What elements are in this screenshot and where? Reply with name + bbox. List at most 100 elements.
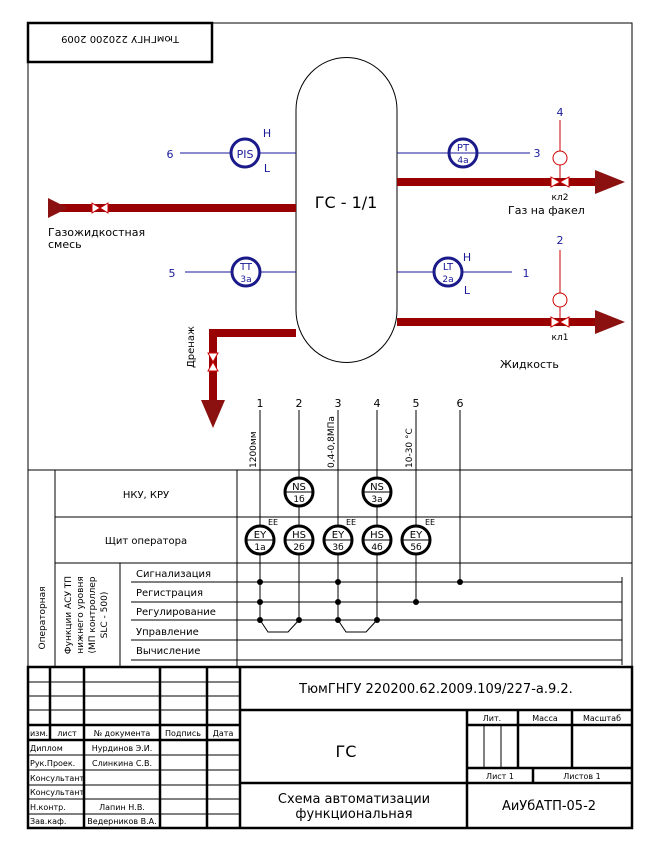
instrument-pis: PIS 6 H L xyxy=(167,127,296,175)
svg-text:1б: 1б xyxy=(293,495,305,505)
svg-text:Рук.Проек.: Рук.Проек. xyxy=(30,759,75,768)
drain-valve-icon xyxy=(207,352,219,372)
svg-text:EY: EY xyxy=(410,530,423,541)
svg-text:EY: EY xyxy=(254,530,267,541)
header-date: Дата xyxy=(213,729,234,738)
instrument-lt: LT 2а 1 H L xyxy=(397,251,530,297)
svg-text:1: 1 xyxy=(523,267,530,280)
svg-text:TT: TT xyxy=(239,262,253,273)
pressure-range: 0,4-0,8МПа xyxy=(327,416,337,468)
svg-text:SLC - 500): SLC - 500) xyxy=(100,592,110,639)
function-row: Управление xyxy=(136,627,199,638)
instrument-pt: PT 4а 3 xyxy=(397,137,541,169)
device-hs-2b: HS 2б xyxy=(283,524,315,556)
level-range: 1200мм xyxy=(249,432,259,468)
svg-text:EE: EE xyxy=(425,518,435,527)
svg-text:Ведерников В.А.: Ведерников В.А. xyxy=(87,817,156,826)
svg-text:EY: EY xyxy=(332,530,345,541)
device-ey-3b: EY 3б EE xyxy=(322,518,356,556)
loop-number: 5 xyxy=(413,397,420,410)
header-doc: № документа xyxy=(94,729,151,738)
svg-text:Нурдинов Э.И.: Нурдинов Э.И. xyxy=(92,744,153,753)
svg-text:4а: 4а xyxy=(457,156,468,166)
device-hs-4b: HS 4б xyxy=(361,524,393,556)
header-sign: Подпись xyxy=(165,729,201,738)
inlet-label-2: смесь xyxy=(48,238,82,251)
functions-group-label: Функции АСУ ТП нижнего уровня (МП контро… xyxy=(64,576,110,654)
vessel-label: ГС - 1/1 xyxy=(315,193,378,212)
svg-text:PIS: PIS xyxy=(237,148,254,161)
svg-text:Диплом: Диплом xyxy=(30,744,63,753)
svg-text:Функции АСУ ТП: Функции АСУ ТП xyxy=(64,576,74,654)
svg-text:(МП контроллер: (МП контроллер xyxy=(88,576,98,653)
svg-text:3а: 3а xyxy=(371,495,382,505)
scale-label: Масштаб xyxy=(583,714,621,723)
function-row: Вычисление xyxy=(136,646,200,657)
title-line-2: функциональная xyxy=(295,807,412,822)
doc-code: ТюмГНГУ 220200.62.2009.109/227-а.9.2. xyxy=(298,682,573,697)
inlet-valve-icon xyxy=(91,202,109,214)
stamp-box xyxy=(26,21,214,64)
svg-text:Н.контр.: Н.контр. xyxy=(30,803,66,812)
group-code: АиУбАТП-05-2 xyxy=(502,799,596,814)
svg-text:1а: 1а xyxy=(254,543,265,553)
gas-valve-label: кл2 xyxy=(552,193,569,203)
signature-rows: Диплом Нурдинов Э.И. Рук.Проек. Слинкина… xyxy=(30,744,157,826)
row-panel: Щит оператора xyxy=(105,536,187,547)
device-ns-3a: NS 3а xyxy=(361,476,393,508)
stamp-text: ТюмГНГУ 220200 2009 xyxy=(61,33,180,44)
drain-pipe xyxy=(201,329,296,428)
svg-text:EE: EE xyxy=(268,518,278,527)
connection-dots xyxy=(257,579,463,633)
svg-text:3а: 3а xyxy=(240,275,251,285)
svg-text:EE: EE xyxy=(346,518,356,527)
function-row: Регулирование xyxy=(136,607,216,618)
svg-text:PT: PT xyxy=(457,143,470,154)
svg-text:2а: 2а xyxy=(442,275,453,285)
temp-range: 10-30 °С xyxy=(405,428,415,468)
svg-text:нижнего уровня: нижнего уровня xyxy=(76,576,86,654)
object-name: ГС xyxy=(336,742,357,761)
svg-text:2б: 2б xyxy=(293,543,305,553)
room-label: Операторная xyxy=(38,586,48,649)
liquid-outlet-label: Жидкость xyxy=(500,358,559,371)
svg-text:3: 3 xyxy=(534,147,541,160)
loop-number: 3 xyxy=(335,397,342,410)
loop-number: 1 xyxy=(257,397,264,410)
actuator-liquid-line: 2 xyxy=(557,234,564,247)
svg-text:Консультант: Консультант xyxy=(30,774,85,783)
inlet-pipe xyxy=(48,198,296,218)
svg-text:Лапин Н.В.: Лапин Н.В. xyxy=(99,803,145,812)
row-nku: НКУ, КРУ xyxy=(123,490,169,501)
loop-number: 6 xyxy=(457,397,464,410)
loop-number: 4 xyxy=(374,397,381,410)
liquid-actuator-icon xyxy=(552,292,568,308)
header-list: лист xyxy=(57,729,77,738)
title-block xyxy=(26,665,634,830)
svg-text:H: H xyxy=(463,251,471,264)
sheet-label: Лист 1 xyxy=(486,772,514,781)
svg-text:NS: NS xyxy=(292,482,306,493)
svg-text:L: L xyxy=(464,284,471,297)
function-row: Регистрация xyxy=(136,588,203,599)
svg-text:5: 5 xyxy=(169,267,176,280)
lit-label: Лит. xyxy=(483,714,501,723)
svg-text:HS: HS xyxy=(292,530,306,541)
svg-text:Консультант: Консультант xyxy=(30,788,85,797)
gas-outlet-label: Газ на факел xyxy=(508,204,585,217)
svg-text:Слинкина С.В.: Слинкина С.В. xyxy=(92,759,152,768)
drain-label: Дренаж xyxy=(186,326,197,368)
svg-text:6: 6 xyxy=(167,148,174,161)
function-row: Сигнализация xyxy=(136,569,211,580)
svg-text:HS: HS xyxy=(370,530,384,541)
separator-vessel xyxy=(295,56,398,364)
svg-text:NS: NS xyxy=(370,482,384,493)
actuator-gas-line: 4 xyxy=(557,106,564,119)
svg-text:L: L xyxy=(264,162,271,175)
device-ns-1b: NS 1б xyxy=(283,476,315,508)
instrument-tt: TT 3а 5 xyxy=(169,256,296,288)
function-table xyxy=(28,469,632,667)
inlet-label-1: Газожидкостная xyxy=(48,226,145,239)
header-izm: изм. xyxy=(30,729,48,738)
